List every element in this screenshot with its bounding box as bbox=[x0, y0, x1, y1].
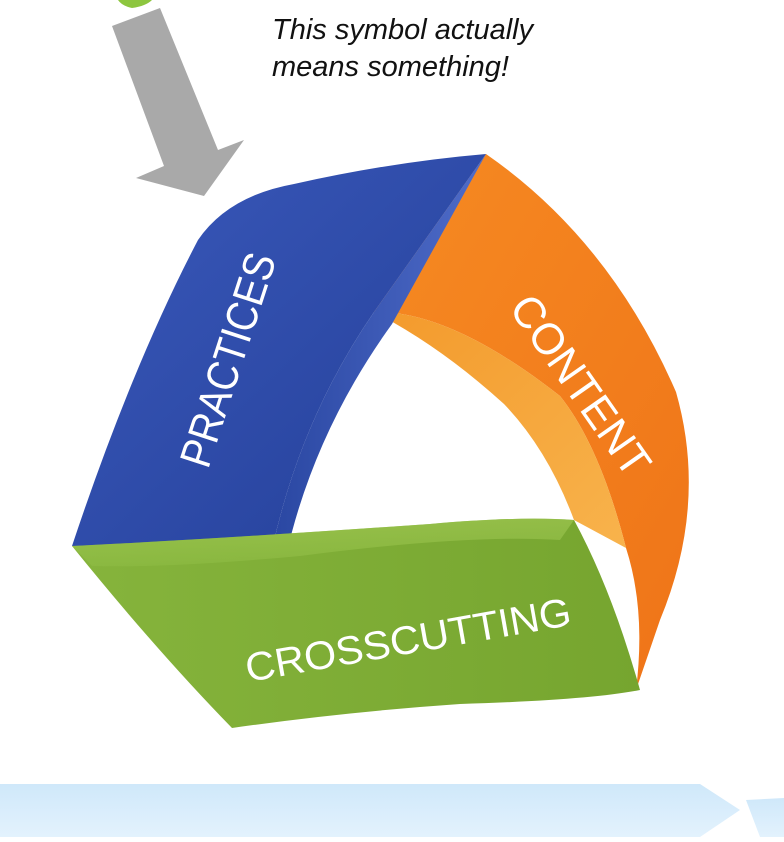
crosscutting-band-top-face bbox=[72, 518, 574, 567]
down-right-arrow bbox=[112, 8, 244, 196]
crosscutting-band bbox=[72, 518, 640, 728]
practices-band bbox=[72, 154, 486, 550]
footer-bar bbox=[0, 784, 740, 837]
caption-line-1: This symbol actually bbox=[272, 14, 534, 46]
caption-line-2: means something! bbox=[272, 51, 509, 83]
green-corner-accent bbox=[118, 0, 152, 8]
content-band-inner-face bbox=[374, 311, 626, 548]
practices-band-inner-face bbox=[272, 154, 486, 556]
footer-bar-right bbox=[746, 798, 784, 837]
content-band bbox=[374, 154, 689, 690]
caption-text: This symbol actually means something! bbox=[272, 12, 632, 86]
